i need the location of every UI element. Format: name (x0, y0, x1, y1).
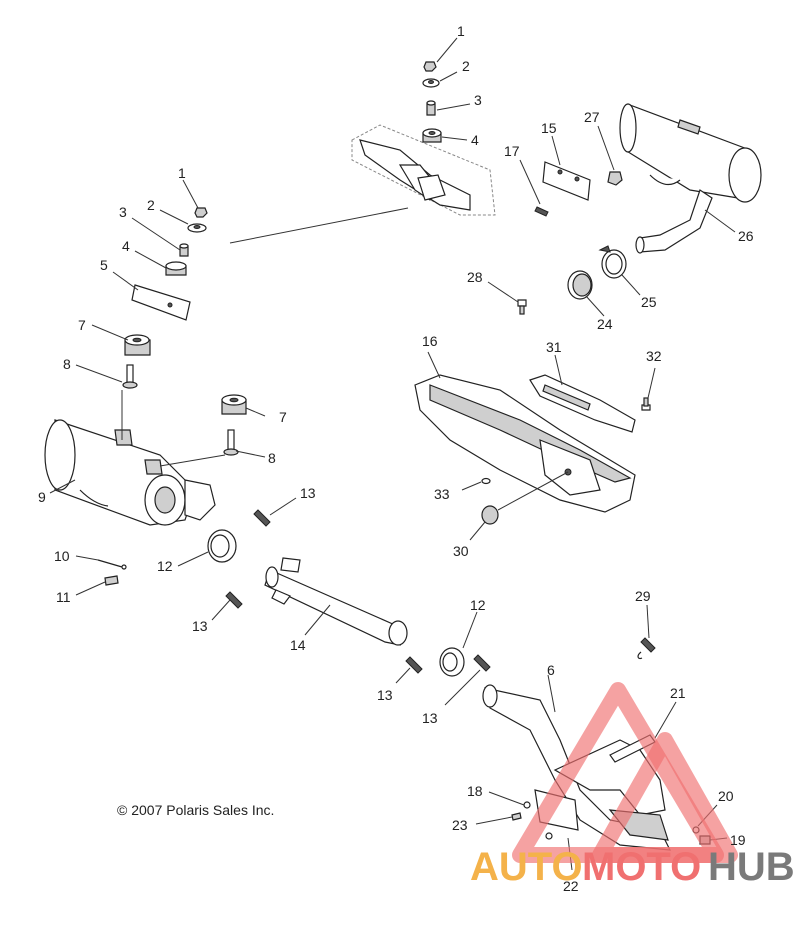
callout-14: 14 (290, 637, 306, 653)
seal-12-left (177, 529, 237, 567)
spring-29 (637, 604, 656, 660)
callout-8-lower: 8 (268, 450, 276, 466)
callout-10: 10 (54, 548, 70, 564)
callout-19: 19 (730, 832, 746, 848)
callout-5: 5 (100, 257, 108, 273)
frame-leader (229, 207, 409, 244)
watermark-triangle-right (592, 732, 738, 863)
heat-shield-31 (529, 354, 636, 433)
top-hardware-leaders (436, 37, 471, 141)
callout-21: 21 (670, 685, 686, 701)
springs-13-center (395, 654, 491, 706)
callout-12-center: 12 (470, 597, 486, 613)
bolt-8-lower (159, 429, 239, 467)
muffler-right (619, 103, 762, 254)
callout-8-upper: 8 (63, 356, 71, 372)
callout-26: 26 (738, 228, 754, 244)
watermark-text-moto: MOTO (582, 845, 701, 889)
washer-33 (461, 477, 491, 491)
left-hardware-stack (131, 207, 208, 321)
grommet-7-lower (221, 394, 247, 415)
callout-labels: 1 2 3 4 1 2 3 4 5 7 8 7 8 9 10 11 12 13 … (38, 23, 754, 894)
callout-13-b: 13 (192, 618, 208, 634)
callout-18: 18 (467, 783, 483, 799)
copyright-text: © 2007 Polaris Sales Inc. (117, 802, 274, 818)
callout-1-top: 1 (457, 23, 465, 39)
callout-27: 27 (584, 109, 600, 125)
callout-7-upper: 7 (78, 317, 86, 333)
callout-3-left: 3 (119, 204, 127, 220)
heat-shield-16 (414, 351, 636, 513)
callout-31: 31 (546, 339, 562, 355)
spring-17 (519, 159, 549, 217)
callout-2-left: 2 (147, 197, 155, 213)
callout-33: 33 (434, 486, 450, 502)
callout-16: 16 (422, 333, 438, 349)
watermark-text-auto: AUTO (470, 845, 583, 889)
callout-11: 11 (56, 589, 71, 605)
callout-1-left: 1 (178, 165, 186, 181)
callout-12-left: 12 (157, 558, 173, 574)
clamp-25 (598, 245, 641, 296)
callout-32: 32 (646, 348, 662, 364)
callout-9: 9 (38, 489, 46, 505)
callout-13-d: 13 (422, 710, 438, 726)
callout-4-left: 4 (122, 238, 130, 254)
nut-27 (597, 125, 623, 186)
top-hardware-stack (422, 61, 442, 143)
callout-29: 29 (635, 588, 651, 604)
seal-24 (567, 270, 605, 317)
callout-22: 22 (563, 878, 579, 894)
left-hardware-leaders (112, 179, 199, 291)
bolt-32 (641, 367, 656, 411)
callout-4-top: 4 (471, 132, 479, 148)
callout-2-top: 2 (462, 58, 470, 74)
muffler-left (44, 419, 216, 526)
bolt-8-upper (121, 364, 138, 440)
callout-25: 25 (641, 294, 657, 310)
watermark-text-hub: HUB (708, 845, 795, 889)
callout-7-lower: 7 (279, 409, 287, 425)
callout-20: 20 (718, 788, 734, 804)
callout-13-a: 13 (300, 485, 316, 501)
bolt-28 (487, 281, 527, 315)
spring-pin-left (75, 555, 127, 596)
callout-24: 24 (597, 316, 613, 332)
grommet-7-upper (124, 334, 151, 356)
seal-12-center (439, 611, 478, 677)
grommet-30 (469, 471, 569, 541)
muffler-left-leaders (49, 324, 266, 494)
callout-28: 28 (467, 269, 483, 285)
bracket-15 (542, 135, 591, 201)
frame-section (351, 124, 496, 216)
callout-23: 23 (452, 817, 468, 833)
watermark: AUTO MOTO HUB (470, 682, 795, 889)
pipe-14 (264, 557, 408, 646)
callout-6: 6 (547, 662, 555, 678)
callout-15: 15 (541, 120, 557, 136)
callout-3-top: 3 (474, 92, 482, 108)
callout-13-c: 13 (377, 687, 393, 703)
callout-17: 17 (504, 143, 520, 159)
callout-30: 30 (453, 543, 469, 559)
springs-13-left (211, 497, 297, 621)
